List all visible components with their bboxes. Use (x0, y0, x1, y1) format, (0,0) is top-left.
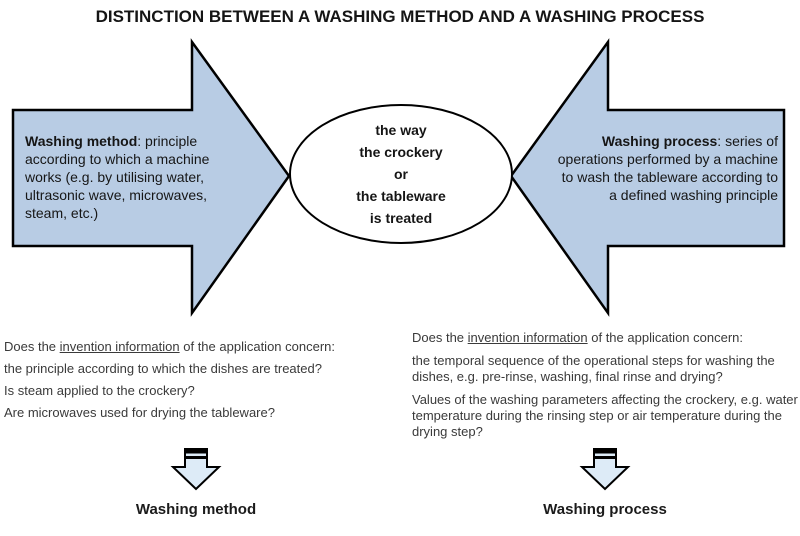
ellipse-line: is treated (369, 210, 433, 226)
intro-suffix: of the application concern: (179, 339, 336, 354)
question-item: Is steam applied to the crockery? (4, 383, 195, 398)
intro-underlined: invention information (59, 339, 180, 354)
left-arrow-text: Washing method: principle according to w… (25, 132, 227, 222)
question-item: Are microwaves used for drying the table… (4, 405, 275, 420)
diagram-title: DISTINCTION BETWEEN A WASHING METHOD AND… (95, 7, 705, 26)
left-arrow-definition: : principle according to which a machine… (25, 133, 210, 221)
right-arrow-definition: : series of operations performed by a ma… (557, 133, 778, 203)
center-ellipse (289, 104, 513, 244)
intro-underlined: invention information (467, 330, 588, 345)
questions-block-right: Does the invention information of the ap… (412, 330, 800, 447)
right-arrow-text: Washing process: series of operations pe… (552, 132, 778, 204)
right-block-arrow (509, 38, 786, 317)
question-intro-left: Does the invention information of the ap… (4, 339, 404, 355)
intro-prefix: Does the (412, 330, 468, 345)
left-arrow-term: Washing method (25, 133, 138, 149)
questions-block-left: Does the invention information of the ap… (4, 339, 404, 427)
ellipse-text: the way the crockery or the tableware is… (291, 106, 511, 242)
intro-suffix: of the application concern: (587, 330, 744, 345)
ellipse-line: or (394, 166, 408, 182)
ellipse-line: the tableware (356, 188, 446, 204)
left-block-arrow (11, 38, 291, 317)
question-item: the principle according to which the dis… (4, 361, 322, 376)
ellipse-line: the crockery (359, 144, 443, 160)
question-intro-right: Does the invention information of the ap… (412, 330, 800, 346)
down-arrow-icon-left (170, 448, 222, 491)
ellipse-line: the way (375, 122, 427, 138)
question-item: Values of the washing parameters affecti… (412, 392, 798, 439)
down-arrow-icon-right (579, 448, 631, 491)
right-arrow-term: Washing process (601, 133, 718, 149)
intro-prefix: Does the (4, 339, 60, 354)
conclusion-label-left: Washing method (135, 501, 257, 518)
conclusion-label-right: Washing process (543, 501, 667, 518)
question-item: the temporal sequence of the operational… (412, 353, 775, 384)
